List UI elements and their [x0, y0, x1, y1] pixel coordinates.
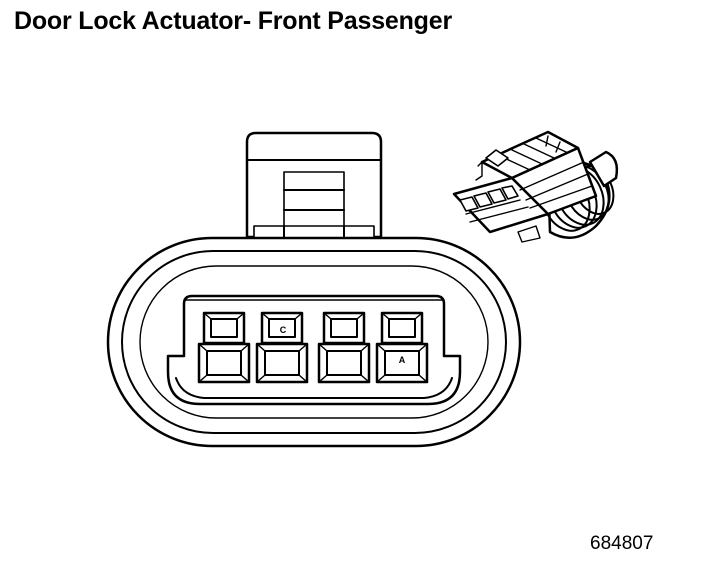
- connector-iso-view: [452, 130, 619, 243]
- cavity-1: [197, 342, 251, 384]
- diagram-title: Door Lock Actuator- Front Passenger: [14, 7, 452, 35]
- upper-cavity-2: [260, 311, 304, 345]
- upper-cavity-row: [202, 311, 424, 345]
- cavity-2: C: [255, 325, 309, 384]
- housing-rim: [121, 250, 507, 434]
- upper-cavity-1: [202, 311, 246, 345]
- pin-label-c: C: [280, 325, 287, 335]
- connector-face-view: C A: [106, 131, 522, 448]
- cavity-3: [317, 342, 371, 384]
- figure-number: 684807: [590, 533, 654, 554]
- pin-label-a: A: [399, 355, 406, 365]
- upper-cavity-3: [322, 311, 366, 345]
- lower-cavity-row: C A: [197, 325, 429, 384]
- housing-inner: [139, 265, 489, 419]
- iso-body: [452, 130, 598, 243]
- upper-cavity-4: [380, 311, 424, 345]
- cavity-4: A: [375, 342, 429, 384]
- locking-tab: [245, 131, 383, 241]
